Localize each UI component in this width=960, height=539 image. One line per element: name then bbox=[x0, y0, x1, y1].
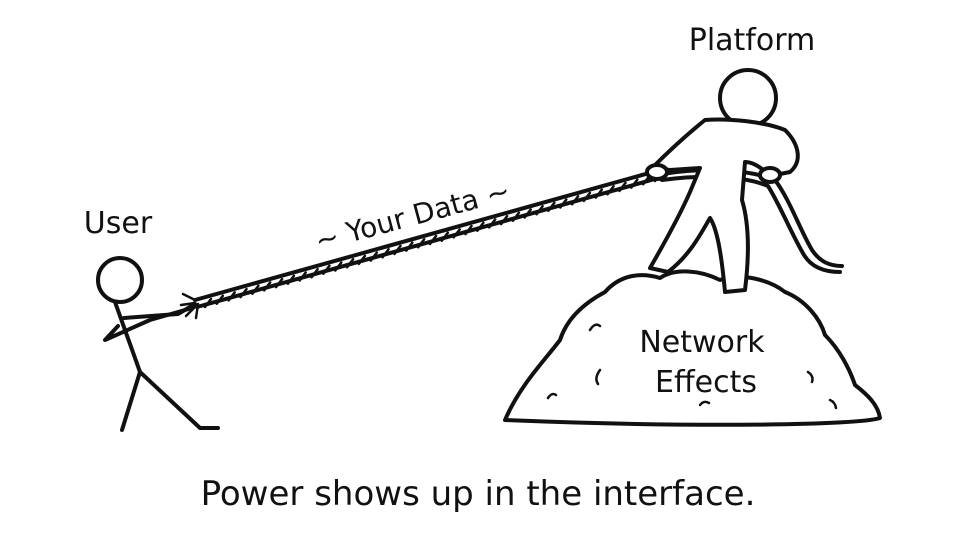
mound-label-line2: Effects bbox=[655, 365, 757, 400]
rope-twist-mark bbox=[499, 214, 509, 226]
rope-twist-mark bbox=[523, 208, 532, 219]
rope-twist-mark bbox=[274, 277, 284, 289]
rope-twist-mark bbox=[203, 297, 213, 309]
mound-label-line1: Network bbox=[639, 325, 765, 360]
user-figure bbox=[96, 256, 220, 432]
rope-twist-mark bbox=[239, 287, 248, 299]
rope-twist-mark bbox=[511, 211, 521, 223]
rope-twist-mark bbox=[476, 221, 485, 232]
caption: Power shows up in the interface. bbox=[201, 474, 756, 514]
rope-twist-mark bbox=[345, 257, 355, 269]
rope-twist-mark bbox=[559, 198, 568, 209]
rope-twist-mark bbox=[298, 271, 307, 282]
rope-twist-mark bbox=[535, 204, 544, 216]
rope-twist-mark bbox=[369, 251, 379, 262]
rope-twist-mark bbox=[227, 291, 236, 302]
rope-twist-mark bbox=[310, 267, 319, 279]
rope-twist-mark bbox=[334, 261, 343, 272]
rope-twist-mark bbox=[405, 241, 414, 252]
rope-twist-mark bbox=[262, 281, 272, 292]
rope-twist-mark bbox=[357, 254, 367, 266]
rope-twist-mark bbox=[594, 188, 604, 199]
rope-twist-mark bbox=[487, 218, 497, 229]
rope-twist-mark bbox=[582, 191, 592, 203]
rope-twist-mark bbox=[215, 294, 225, 305]
rope-twist-mark bbox=[618, 181, 627, 193]
rope-twist-mark bbox=[570, 194, 580, 206]
rope-twist-mark bbox=[416, 238, 426, 249]
rope-twist-mark bbox=[547, 201, 556, 213]
rope-twist-mark bbox=[464, 224, 473, 236]
rope-twist-mark bbox=[606, 185, 615, 196]
rope-twist-mark bbox=[381, 248, 390, 259]
rope-twist-mark bbox=[286, 274, 296, 286]
rope-twist-mark bbox=[630, 178, 639, 189]
rope-twist-mark bbox=[452, 228, 461, 239]
platform-figure bbox=[645, 68, 800, 294]
rope-twist-mark bbox=[440, 231, 450, 242]
rope-twist-mark bbox=[428, 234, 438, 246]
platform-label: Platform bbox=[689, 23, 816, 58]
user-label: User bbox=[84, 206, 153, 241]
network-effects-mound bbox=[503, 269, 882, 427]
rope-twist-mark bbox=[322, 264, 331, 276]
rope-twist-mark bbox=[393, 244, 402, 256]
rope-twist-mark bbox=[251, 284, 260, 295]
